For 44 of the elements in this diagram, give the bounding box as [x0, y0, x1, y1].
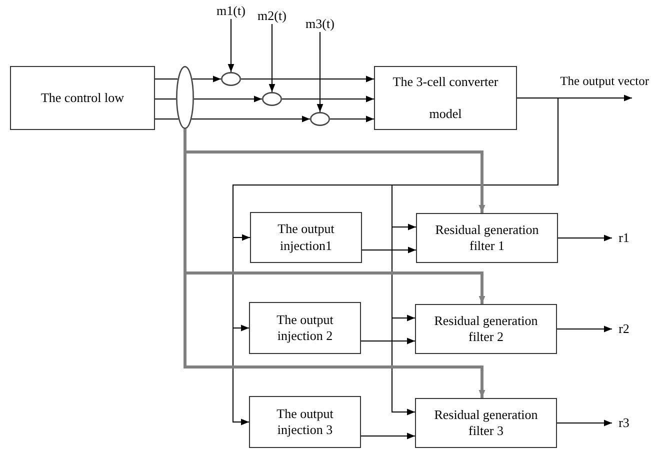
summing-junction [262, 92, 282, 106]
arrow [556, 326, 612, 332]
box-text: The control low [40, 90, 126, 106]
box-text: The output injection 3 [276, 406, 334, 438]
arrow [316, 32, 324, 112]
signal-label: r1 [613, 230, 635, 246]
box-text: Residual generation filter 1 [434, 222, 540, 254]
arrow [192, 76, 222, 82]
arrow [392, 98, 558, 416]
box-text: Residual generation filter 3 [433, 406, 539, 440]
edge-label: The output vector [560, 74, 649, 89]
arrow [268, 24, 276, 92]
arrow [360, 432, 416, 440]
summing-junction [310, 112, 330, 126]
signal-label: m1(t) [213, 3, 249, 19]
process-box [250, 212, 362, 263]
box-text: The output injection 2 [276, 312, 334, 344]
process-box [374, 66, 517, 130]
arrow [228, 18, 234, 72]
process-box [249, 302, 361, 354]
signal-label: m3(t) [301, 16, 339, 32]
box-text: The 3-cell converter model [392, 73, 500, 123]
arrow [194, 96, 262, 102]
box-text: The output injection1 [276, 221, 336, 254]
summing-junction [221, 72, 241, 86]
signal-label: m2(t) [254, 8, 290, 24]
process-box [249, 396, 361, 448]
arrow [191, 116, 310, 122]
process-box [10, 66, 155, 130]
arrow [362, 246, 416, 254]
signal-label: r3 [613, 415, 635, 431]
arrow [184, 129, 486, 398]
process-box [415, 304, 557, 354]
process-box [416, 213, 558, 263]
bundle-ellipse [176, 66, 194, 129]
arrow [556, 420, 612, 426]
signal-label: r2 [613, 321, 635, 337]
box-text: Residual generation filter 2 [433, 312, 539, 346]
arrow [360, 338, 416, 344]
arrow [330, 116, 374, 122]
process-box [415, 398, 557, 448]
arrow [282, 96, 374, 102]
arrow [240, 76, 374, 82]
arrow [558, 234, 612, 242]
